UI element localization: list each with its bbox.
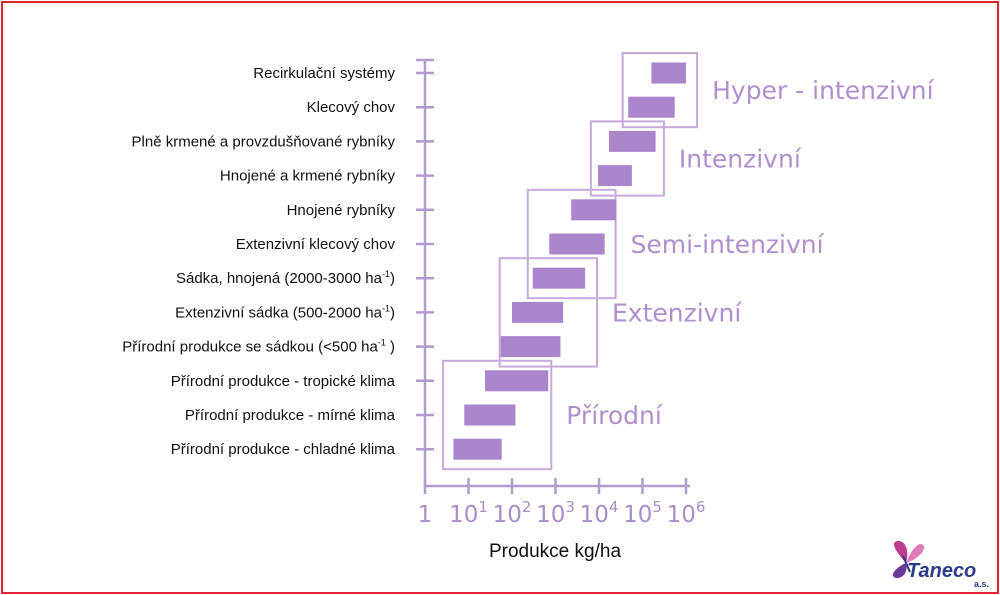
group-box-3 [498,257,599,368]
group-box-1 [589,120,665,197]
x-tick-label-2: 102 [493,498,532,528]
logo-sub: a.s. [974,579,989,589]
category-label-7: Extenzivní sádka (500-2000 ha-1) [175,303,395,321]
group-box-2 [526,188,617,300]
category-label-1: Klecový chov [307,99,396,116]
x-axis-label: Produkce kg/ha [489,541,621,562]
group-label-4: Přírodní [566,401,663,430]
category-label-9: Přírodní produkce - tropické klima [171,373,396,390]
x-tick-label-0: 1 [418,502,433,528]
category-label-0: Recirkulační systémy [253,65,395,82]
range-bar-0 [651,62,686,84]
logo-name: Taneco [907,560,976,582]
group-labels: Hyper - intenzivníIntenzivníSemi-intenzi… [566,76,934,430]
group-box-0 [621,52,699,129]
x-tick-label-4: 104 [580,498,619,528]
group-label-1: Intenzivní [679,145,802,174]
range-bar-9 [485,370,549,392]
x-tick-label-5: 105 [623,498,662,528]
range-bar-3 [598,165,632,187]
group-label-2: Semi-intenzivní [631,230,825,259]
group-boxes [442,52,699,471]
range-bar-10 [464,404,516,426]
category-label-2: Plně krmené a provzdušňované rybníky [132,133,396,150]
axes [416,58,690,494]
group-box-4 [442,359,553,471]
category-label-4: Hnojené rybníky [287,202,396,219]
x-tick-label-1: 101 [449,498,488,528]
range-bar-5 [549,233,605,255]
x-tick-label-3: 103 [536,498,575,528]
range-bar-8 [500,336,561,358]
taneco-logo: Taneco a.s. [892,540,989,589]
x-tick-label-6: 106 [667,498,706,528]
range-bar-7 [512,301,564,323]
category-label-11: Přírodní produkce - chladné klima [171,441,396,458]
range-bar-4 [571,199,617,221]
category-label-8: Přírodní produkce se sádkou (<500 ha-1 ) [122,338,395,356]
category-label-3: Hnojené a krmené rybníky [220,168,396,185]
range-bar-6 [532,267,586,289]
range-bar-11 [453,438,502,460]
category-label-6: Sádka, hnojená (2000-3000 ha-1) [176,269,395,287]
category-label-10: Přírodní produkce - mírné klima [185,407,396,424]
butterfly-icon [892,540,925,578]
range-bar-1 [628,96,675,118]
range-bar-2 [609,130,656,152]
range-bars [453,62,686,460]
category-label-5: Extenzivní klecový chov [236,236,396,253]
group-label-0: Hyper - intenzivní [712,76,935,105]
group-label-3: Extenzivní [612,298,742,327]
